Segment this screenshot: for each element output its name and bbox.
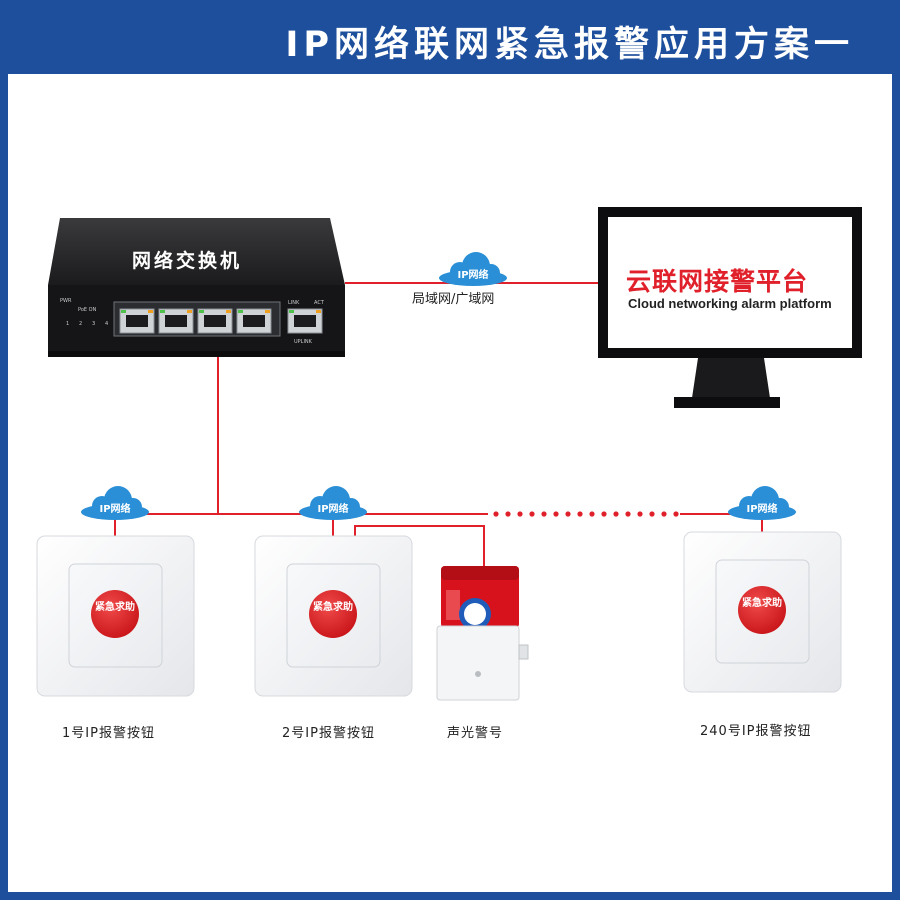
svg-text:2: 2: [79, 321, 82, 327]
device-caption-siren: 声光警号: [447, 726, 504, 741]
device-caption-240: 240号IP报警按钮: [700, 724, 812, 739]
cloud-label-lan: IP网络: [457, 270, 489, 281]
alarm-button-icon-1: [36, 535, 195, 697]
emergency-button-text-240: 紧急求助: [742, 598, 782, 609]
switch-icon: PWR PoE ON 1 2 3 4 LINK ACT UPLINK: [48, 218, 345, 357]
cloud-icon-1: [81, 486, 149, 520]
svg-text:3: 3: [92, 321, 95, 327]
platform-title-zh: 云联网接警平台: [626, 267, 809, 296]
switch-led-pwr: PWR: [60, 298, 72, 304]
cloud-label-2: IP网络: [317, 504, 349, 515]
cloud-icon-240: [728, 486, 796, 520]
emergency-button-text-1: 紧急求助: [95, 602, 135, 613]
device-caption-2: 2号IP报警按钮: [282, 726, 375, 741]
page-title: IP网络联网紧急报警应用方案一: [285, 25, 854, 65]
siren-icon: [436, 566, 529, 701]
svg-text:UPLINK: UPLINK: [294, 339, 313, 345]
header-bar: IP网络联网紧急报警应用方案一: [0, 0, 900, 74]
device-caption-1: 1号IP报警按钮: [62, 726, 155, 741]
cloud-icon-2: [299, 486, 367, 520]
svg-text:4: 4: [105, 321, 108, 327]
emergency-button-text-2: 紧急求助: [313, 602, 353, 613]
line-siren: [354, 525, 485, 568]
svg-text:LINK: LINK: [288, 300, 300, 306]
alarm-button-icon-2: [254, 535, 413, 697]
switch-led-poe: PoE ON: [78, 307, 97, 313]
svg-text:ACT: ACT: [314, 300, 325, 306]
monitor-icon: [598, 207, 862, 408]
switch-label: 网络交换机: [132, 250, 243, 272]
cloud-label-240: IP网络: [746, 504, 778, 515]
cloud-label-1: IP网络: [99, 504, 131, 515]
cloud-icon-lan: [439, 252, 507, 286]
lan-wan-label: 局域网/广域网: [412, 292, 495, 307]
svg-text:1: 1: [66, 321, 69, 327]
alarm-button-icon-240: [683, 531, 842, 693]
dotted-continuation: [493, 511, 679, 517]
platform-title-en: Cloud networking alarm platform: [628, 296, 832, 311]
